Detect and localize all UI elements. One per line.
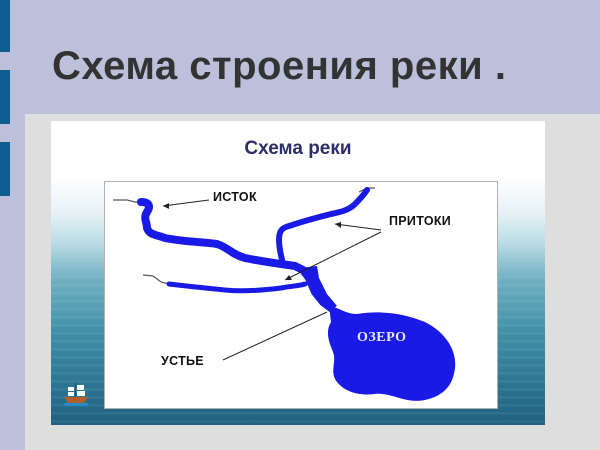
accent-bar-bottom [0,142,10,196]
accent-bar-middle [0,70,10,124]
label-mouth: УСТЬЕ [161,354,204,368]
river-drawing [113,187,456,401]
label-source: ИСТОК [213,190,257,204]
ship-icon [63,383,89,406]
river-scheme-picture: Схема реки ИСТОК ПРИТОК [51,121,545,425]
label-lake: ОЗЕРО [357,330,407,345]
label-tributaries: ПРИТОКИ [389,214,452,228]
figure-title: Схема реки [244,138,352,159]
river-diagram: ИСТОК ПРИТОКИ УСТЬЕ ОЗЕРО [104,181,498,409]
accent-bar-top [0,0,10,52]
slide-title: Схема строения реки . [52,44,507,88]
